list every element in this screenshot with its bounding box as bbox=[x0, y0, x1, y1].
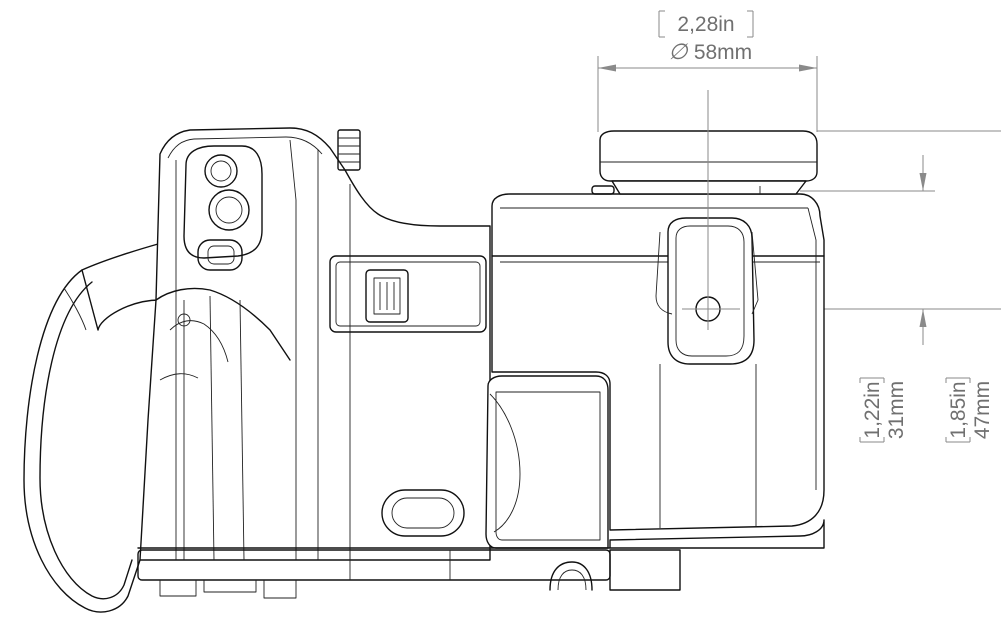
height-top-mm-label: 47mm bbox=[971, 381, 994, 439]
connector-panel bbox=[329, 255, 487, 333]
top-knob bbox=[337, 129, 361, 171]
lower-front-panel bbox=[485, 364, 757, 549]
height-dimensions: 1,22in 31mm 1,85in 47mm bbox=[740, 130, 1001, 443]
lens-diameter-inches-label: 2,28in bbox=[677, 13, 734, 36]
height-top-inches-label: 1,85in bbox=[947, 381, 970, 438]
camera-base bbox=[137, 519, 825, 599]
rear-controls bbox=[183, 145, 263, 271]
lens-diameter-mm-label: 58mm bbox=[694, 41, 752, 64]
camera-body bbox=[23, 90, 825, 613]
diameter-symbol: ∅ bbox=[668, 39, 688, 64]
lens-housing bbox=[520, 130, 818, 195]
viewfinder bbox=[655, 90, 759, 365]
height-center-inches-label: 1,22in bbox=[861, 381, 884, 438]
side-slot bbox=[381, 489, 465, 537]
hand-strap bbox=[23, 243, 161, 613]
height-center-mm-label: 31mm bbox=[885, 381, 908, 439]
lens-diameter-dimension: 2,28in ∅ 58mm bbox=[597, 10, 818, 132]
